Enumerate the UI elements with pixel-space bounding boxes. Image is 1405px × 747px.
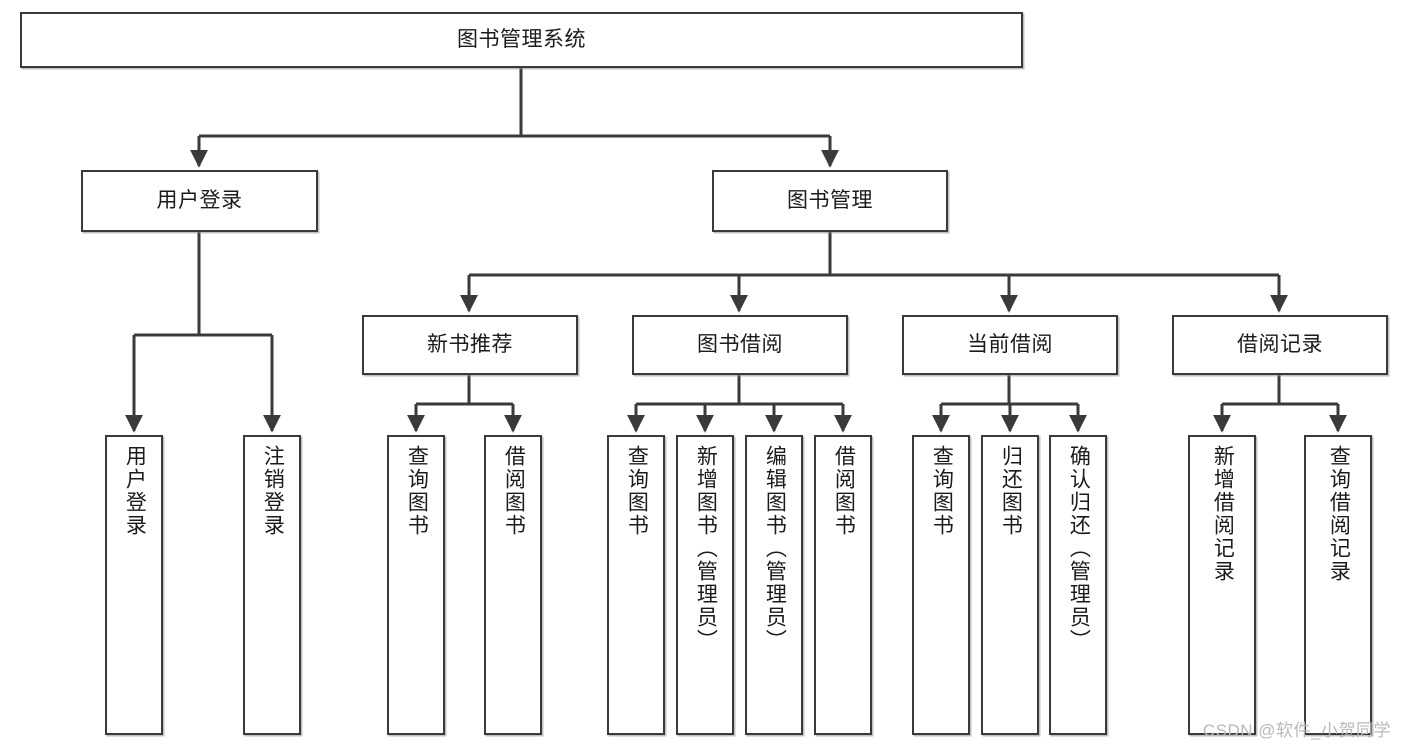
node-label: 借阅记录 — [1237, 333, 1323, 357]
node-label: 注销登录 — [261, 445, 285, 537]
node-leaf-logout[interactable]: 注销登录 — [243, 435, 301, 735]
node-leaf-add-borrow-record[interactable]: 新增借阅记录 — [1188, 435, 1256, 735]
node-label: 新书推荐 — [427, 333, 513, 357]
node-current-borrow[interactable]: 当前借阅 — [902, 315, 1118, 375]
node-label: 确认归还（管理员） — [1067, 445, 1091, 652]
node-label: 图书管理 — [787, 189, 873, 213]
node-label: 新增图书（管理员） — [694, 445, 718, 652]
node-leaf-return-book[interactable]: 归还图书 — [981, 435, 1039, 735]
node-label: 查询图书 — [625, 445, 649, 537]
node-label: 新增借阅记录 — [1211, 445, 1235, 583]
node-label: 编辑图书（管理员） — [763, 445, 787, 652]
node-leaf-borrow-book-nbr[interactable]: 借阅图书 — [484, 435, 542, 735]
node-leaf-add-book-admin[interactable]: 新增图书（管理员） — [676, 435, 734, 735]
node-label: 用户登录 — [123, 445, 147, 537]
node-leaf-confirm-return-admin[interactable]: 确认归还（管理员） — [1049, 435, 1107, 735]
node-new-book-recommend[interactable]: 新书推荐 — [362, 315, 578, 375]
node-leaf-query-book-cb[interactable]: 查询图书 — [912, 435, 970, 735]
node-book-management[interactable]: 图书管理 — [712, 170, 948, 232]
node-label: 查询图书 — [405, 445, 429, 537]
node-leaf-query-borrow-record[interactable]: 查询借阅记录 — [1304, 435, 1372, 735]
node-label: 借阅图书 — [502, 445, 526, 537]
node-leaf-query-book-bb[interactable]: 查询图书 — [607, 435, 665, 735]
node-leaf-borrow-book-bb[interactable]: 借阅图书 — [814, 435, 872, 735]
node-label: 查询图书 — [930, 445, 954, 537]
node-label: 图书借阅 — [697, 333, 783, 357]
node-label: 查询借阅记录 — [1327, 445, 1351, 583]
node-label: 用户登录 — [156, 189, 243, 213]
node-label: 图书管理系统 — [457, 28, 586, 52]
node-user-login[interactable]: 用户登录 — [81, 170, 318, 232]
node-root-book-management-system[interactable]: 图书管理系统 — [20, 12, 1023, 68]
node-leaf-edit-book-admin[interactable]: 编辑图书（管理员） — [745, 435, 803, 735]
watermark-text: CSDN @软件_小贺同学 — [1202, 721, 1391, 740]
node-label: 归还图书 — [999, 445, 1023, 537]
node-leaf-user-login[interactable]: 用户登录 — [105, 435, 163, 735]
node-book-borrow[interactable]: 图书借阅 — [632, 315, 848, 375]
node-borrow-record[interactable]: 借阅记录 — [1172, 315, 1388, 375]
node-label: 借阅图书 — [832, 445, 856, 537]
node-leaf-query-book-nbr[interactable]: 查询图书 — [387, 435, 445, 735]
node-label: 当前借阅 — [967, 333, 1053, 357]
